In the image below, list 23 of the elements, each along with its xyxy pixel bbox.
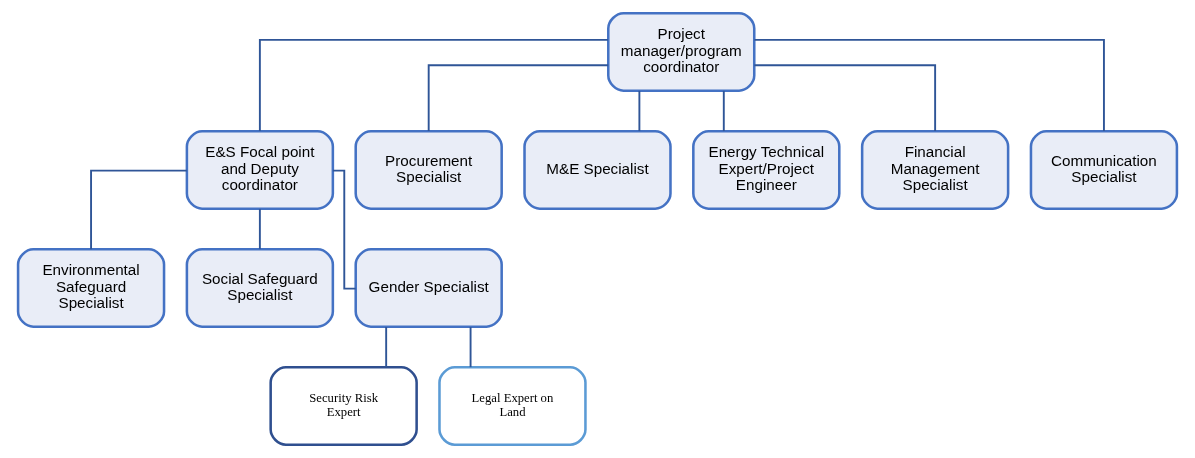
connector [427, 64, 610, 132]
connector [258, 208, 261, 251]
node-box: Communication Specialist [1029, 130, 1179, 210]
connector [753, 64, 937, 132]
connector [258, 38, 609, 132]
node-box: Legal Expert on Land [438, 366, 587, 447]
connector [331, 169, 357, 290]
connector [469, 326, 472, 369]
connector [385, 326, 388, 369]
connector [638, 89, 641, 132]
node-box: Energy Technical Expert/Project Engineer [692, 130, 841, 210]
node-box: Project manager/program coordinator [607, 11, 756, 92]
node-box: Procurement Specialist [354, 130, 503, 210]
node-box: Social Safeguard Specialist [185, 248, 335, 328]
node-box: Financial Management Specialist [860, 130, 1010, 210]
connector [722, 89, 725, 132]
connector [90, 169, 188, 251]
node-box: Environmental Safeguard Specialist [16, 248, 166, 328]
node-box: Security Risk Expert [269, 366, 418, 447]
connector [753, 38, 1105, 132]
node-box: M&E Specialist [523, 130, 672, 210]
node-box: Gender Specialist [354, 248, 503, 328]
node-box: E&S Focal point and Deputy coordinator [185, 130, 335, 210]
